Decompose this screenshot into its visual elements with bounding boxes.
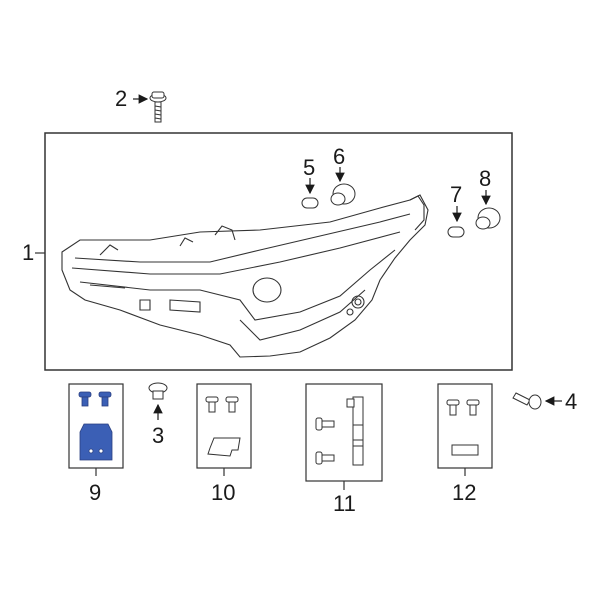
callout-3: 3	[152, 423, 165, 448]
socket-8-icon[interactable]	[475, 207, 501, 230]
callout-12: 12	[452, 480, 477, 505]
callout-4: 4	[565, 389, 578, 414]
callout-5: 5	[303, 155, 316, 180]
headlamp-assembly-icon[interactable]	[61, 194, 429, 358]
callout-7: 7	[450, 182, 463, 207]
callout-11: 11	[333, 491, 356, 516]
callout-8: 8	[479, 166, 492, 191]
socket-6-icon[interactable]	[330, 183, 356, 206]
kit-9-contents[interactable]	[78, 391, 113, 461]
kit-10-contents[interactable]	[205, 396, 241, 457]
callout-10: 10	[211, 480, 236, 505]
callout-9: 9	[89, 480, 102, 505]
headlamp-group-frame	[44, 132, 513, 371]
bulb-5-icon[interactable]	[301, 197, 319, 209]
nut-3-icon[interactable]	[148, 382, 168, 420]
callout-1: 1	[22, 240, 35, 265]
kit-12-contents[interactable]	[446, 399, 480, 456]
callout-6: 6	[333, 144, 346, 169]
bolt-2-icon[interactable]	[133, 91, 167, 123]
callout-2: 2	[115, 86, 128, 111]
bulb-7-icon[interactable]	[447, 226, 465, 238]
bolt-4-icon[interactable]	[512, 392, 562, 410]
kit-11-contents[interactable]	[315, 396, 364, 466]
